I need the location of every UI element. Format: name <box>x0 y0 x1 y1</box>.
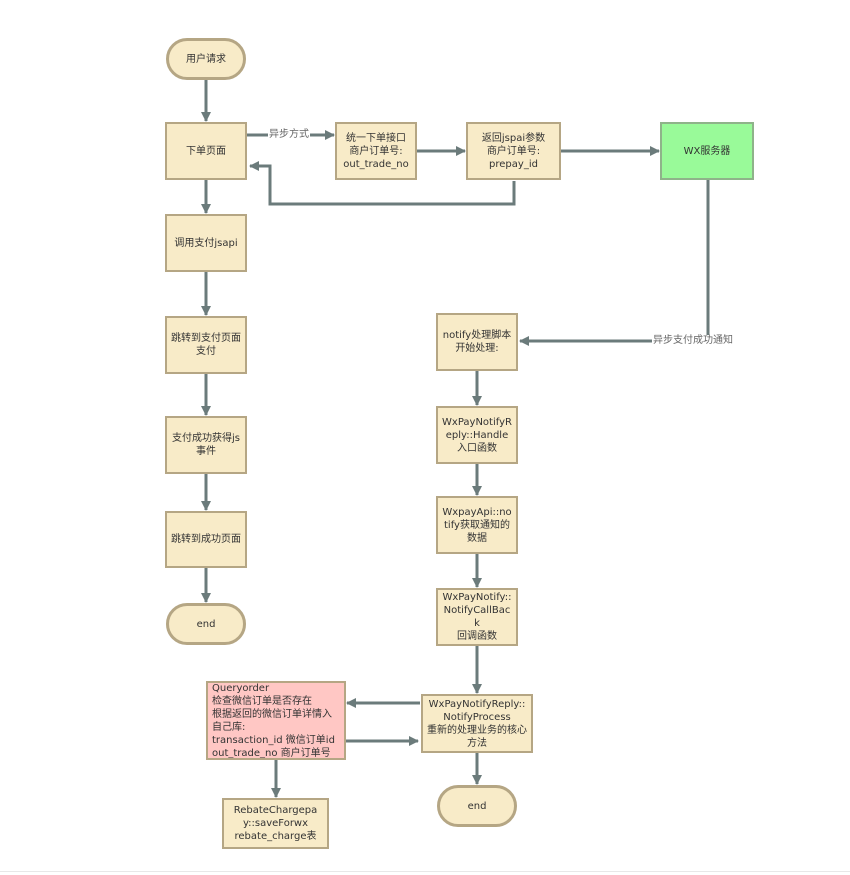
node-wx-server: WX服务器 <box>660 122 754 180</box>
node-wxpay-handle-label: WxPayNotifyReply::Handle入口函数 <box>442 416 512 454</box>
node-notify-callback-label: WxPayNotify::NotifyCallBack 回调函数 <box>442 592 512 642</box>
node-user-request: 用户请求 <box>166 38 246 80</box>
node-notify-start-label: notify处理脚本开始处理: <box>442 330 512 354</box>
node-notify-callback: WxPayNotify::NotifyCallBack 回调函数 <box>436 588 518 646</box>
arrow-return-back-to-order <box>249 161 516 206</box>
node-call-jsapi-label: 调用支付jsapi <box>174 237 238 249</box>
node-end-left: end <box>166 603 246 645</box>
edge-label-async-notify: 异步支付成功通知 <box>652 335 734 347</box>
node-wxpayapi-notify: WxpayApi::notify获取通知的数据 <box>436 496 518 554</box>
node-goto-pay: 跳转到支付页面支付 <box>165 316 247 374</box>
node-unified-order-label: 统一下单接口 商户订单号: out_trade_no <box>343 132 409 170</box>
node-goto-pay-label: 跳转到支付页面支付 <box>171 333 241 357</box>
node-return-jsapi-label: 返回jspai参数 商户订单号: prepay_id <box>481 132 546 170</box>
node-order-page: 下单页面 <box>165 122 247 180</box>
node-unified-order: 统一下单接口 商户订单号: out_trade_no <box>335 122 417 180</box>
node-call-jsapi: 调用支付jsapi <box>165 214 247 272</box>
node-end-left-label: end <box>196 618 216 630</box>
node-pay-success-event: 支付成功获得js事件 <box>165 416 247 474</box>
node-query-order-label: Queryorder 检查微信订单是否存在 根据返回的微信订单详情入自己库: t… <box>212 682 335 759</box>
node-query-order: Queryorder 检查微信订单是否存在 根据返回的微信订单详情入自己库: t… <box>206 681 346 760</box>
node-rebate-save-label: RebateChargepay::saveForwx rebate_charge… <box>233 805 318 842</box>
node-notify-process: WxPayNotifyReply::NotifyProcess 重新的处理业务的… <box>421 694 533 753</box>
node-user-request-label: 用户请求 <box>186 53 226 65</box>
node-goto-success-label: 跳转到成功页面 <box>171 534 241 545</box>
node-end-right: end <box>437 785 517 827</box>
arrow-server-to-notify <box>519 180 710 346</box>
node-goto-success: 跳转到成功页面 <box>165 511 247 568</box>
node-notify-process-label: WxPayNotifyReply::NotifyProcess 重新的处理业务的… <box>427 698 527 749</box>
node-pay-success-event-label: 支付成功获得js事件 <box>172 433 240 457</box>
node-order-page-label: 下单页面 <box>186 145 226 157</box>
node-wxpay-handle: WxPayNotifyReply::Handle入口函数 <box>436 406 518 464</box>
node-notify-start: notify处理脚本开始处理: <box>436 313 518 371</box>
page-bottom-divider <box>0 871 850 872</box>
node-end-right-label: end <box>467 800 487 812</box>
node-wxpayapi-notify-label: WxpayApi::notify获取通知的数据 <box>442 506 512 544</box>
node-rebate-save: RebateChargepay::saveForwx rebate_charge… <box>222 798 329 849</box>
node-return-jsapi: 返回jspai参数 商户订单号: prepay_id <box>466 122 561 180</box>
node-wx-server-label: WX服务器 <box>683 145 731 157</box>
edge-label-async-mode: 异步方式 <box>268 129 310 141</box>
